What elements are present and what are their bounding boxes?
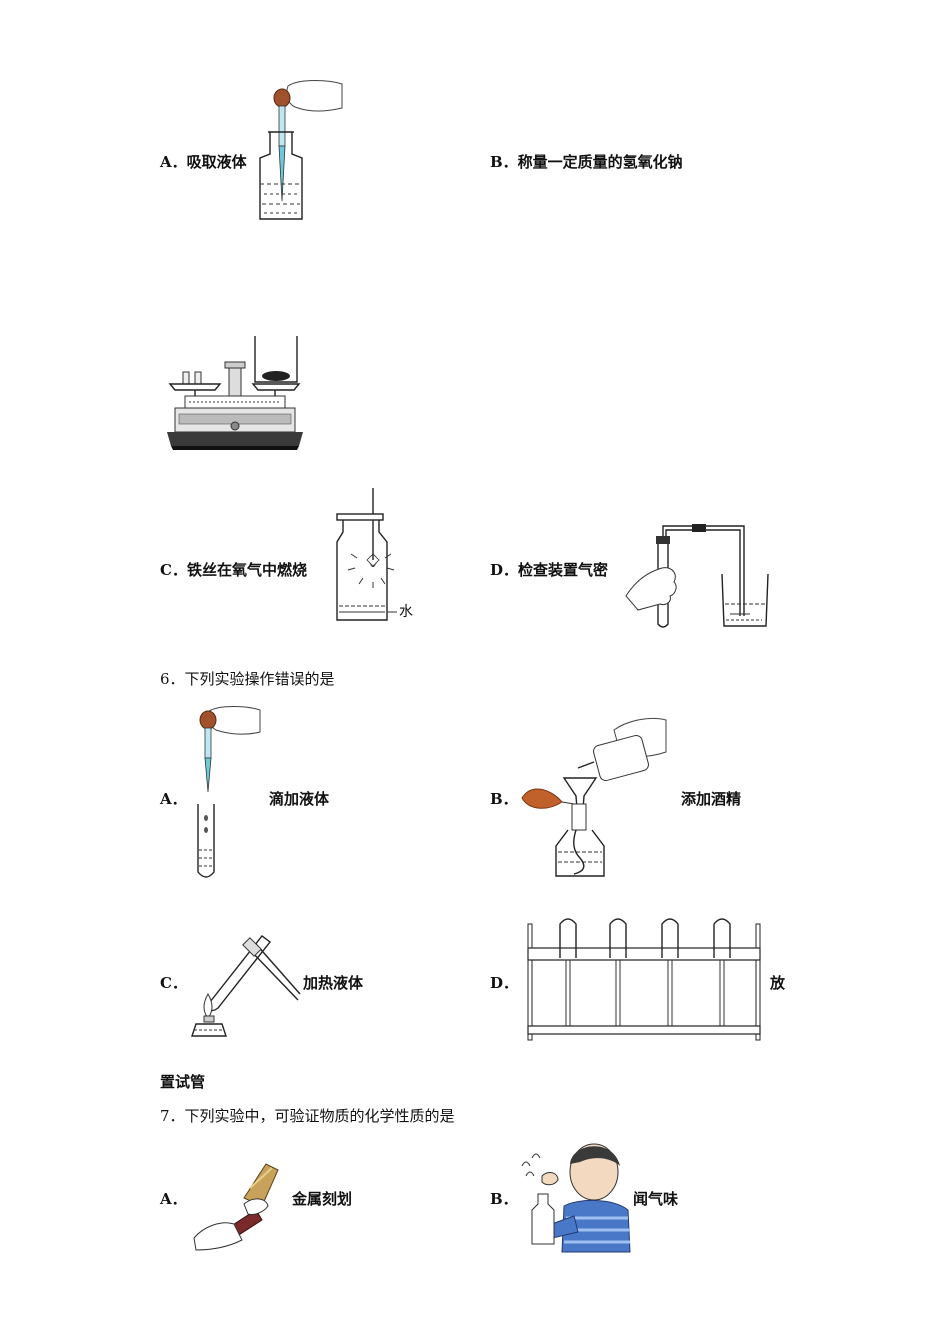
question-6-title: 6．下列实验操作错误的是 — [160, 670, 335, 688]
metal-scratching-illustration — [193, 1163, 279, 1251]
q7-option-b-text: 闻气味 — [633, 1190, 679, 1208]
test-tube-rack-illustration — [527, 918, 761, 1041]
heating-liquid-illustration — [191, 935, 301, 1037]
q5-option-a-label: A．吸取液体 — [160, 153, 247, 171]
q7-option-a-text: 金属刻划 — [292, 1190, 353, 1208]
airtightness-check-illustration — [625, 524, 769, 628]
q6-option-b-text: 添加酒精 — [681, 790, 742, 808]
question-7-title: 7．下列实验中，可验证物质的化学性质的是 — [160, 1107, 455, 1125]
q5-option-b-label: B．称量一定质量的氢氧化钠 — [490, 153, 683, 171]
q6-option-a-text: 滴加液体 — [269, 790, 330, 808]
smelling-gas-illustration — [521, 1143, 631, 1253]
dropper-adding-liquid-illustration — [197, 706, 261, 878]
balance-weighing-illustration — [167, 336, 303, 450]
adding-alcohol-to-lamp-illustration — [521, 717, 667, 877]
q6-option-d-text: 放 — [770, 974, 786, 992]
q6-option-d-text-continued: 置试管 — [160, 1073, 206, 1091]
dropper-absorb-liquid-illustration — [259, 80, 343, 220]
q7-option-b-letter: B． — [490, 1190, 518, 1208]
q6-option-c-text: 加热液体 — [303, 974, 364, 992]
q5-option-c-label: C．铁丝在氧气中燃烧 — [160, 561, 307, 579]
q6-option-c-letter: C． — [160, 974, 187, 992]
q5-option-d-label: D．检查装置气密 — [490, 561, 609, 579]
iron-wire-combustion-illustration — [336, 488, 397, 621]
q6-option-b-letter: B． — [490, 790, 518, 808]
q6-option-a-letter: A． — [160, 790, 187, 808]
q6-option-d-letter: D． — [490, 974, 519, 992]
q7-option-a-letter: A． — [160, 1190, 187, 1208]
water-label: 水 — [399, 604, 413, 620]
